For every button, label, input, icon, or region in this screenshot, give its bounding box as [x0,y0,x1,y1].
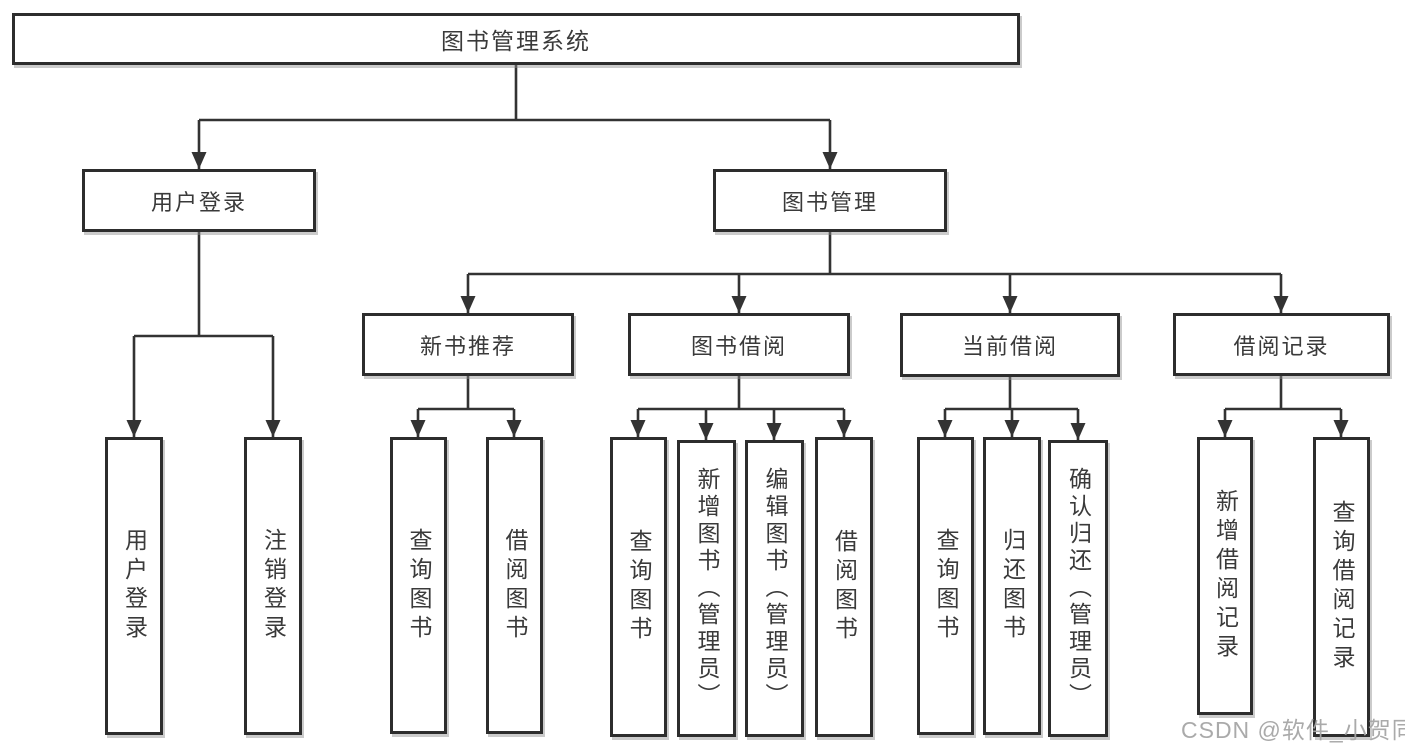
arrowhead-icons [126,152,1349,440]
node-book-borrowing-label: 图书借阅 [690,333,787,359]
node-library-system-label: 图书管理系统 [441,28,591,54]
node-user-login: 用户登录 [82,169,316,232]
node-new-book-recommend: 新书推荐 [362,313,574,376]
leaf-user-login-label: 用户登录 [121,528,148,644]
node-current-borrowing-label: 当前借阅 [961,334,1058,359]
leaf-logout-label: 注销登录 [260,528,287,644]
leaf-user-login: 用户登录 [105,437,163,735]
leaf-add-borrow-record-label: 新增借阅记录 [1212,489,1239,663]
watermark: CSDN @软件_小贺同学 [1181,717,1405,743]
leaf-edit-book-admin-label: 编辑图书（管理员） [762,467,788,710]
leaf-query-book-borrowing: 查询图书 [610,437,667,737]
leaf-borrow-book-recommend: 借阅图书 [486,437,543,734]
node-current-borrowing: 当前借阅 [900,313,1120,377]
leaf-return-book-label: 归还图书 [999,528,1026,644]
leaf-borrow-book-recommend-label: 借阅图书 [502,527,528,644]
leaf-query-book-current: 查询图书 [917,437,974,735]
node-library-system: 图书管理系统 [12,13,1020,65]
leaf-query-borrow-record-label: 查询借阅记录 [1329,500,1355,674]
leaf-query-book-current-label: 查询图书 [933,528,959,644]
leaf-query-book-recommend: 查询图书 [390,437,447,734]
leaf-borrow-book: 借阅图书 [815,437,873,737]
leaf-return-book: 归还图书 [983,437,1041,735]
node-user-login-label: 用户登录 [150,189,247,215]
leaf-query-book-recommend-label: 查询图书 [406,527,432,644]
leaf-query-book-borrowing-label: 查询图书 [626,529,652,645]
node-borrow-records-label: 借阅记录 [1233,333,1330,359]
node-borrow-records: 借阅记录 [1173,313,1390,376]
leaf-edit-book-admin: 编辑图书（管理员） [745,440,804,737]
leaf-add-book-admin-label: 新增图书（管理员） [694,467,720,710]
leaf-add-book-admin: 新增图书（管理员） [677,440,736,737]
leaf-borrow-book-label: 借阅图书 [831,529,858,645]
leaf-logout: 注销登录 [244,437,302,735]
node-book-management-label: 图书管理 [781,189,878,215]
leaf-confirm-return-admin-label: 确认归还（管理员） [1065,467,1092,710]
node-new-book-recommend-label: 新书推荐 [419,333,516,359]
leaf-confirm-return-admin: 确认归还（管理员） [1048,440,1108,737]
node-book-management: 图书管理 [713,169,947,232]
leaf-add-borrow-record: 新增借阅记录 [1197,437,1253,715]
leaf-query-borrow-record: 查询借阅记录 [1313,437,1370,737]
node-book-borrowing: 图书借阅 [628,313,850,376]
